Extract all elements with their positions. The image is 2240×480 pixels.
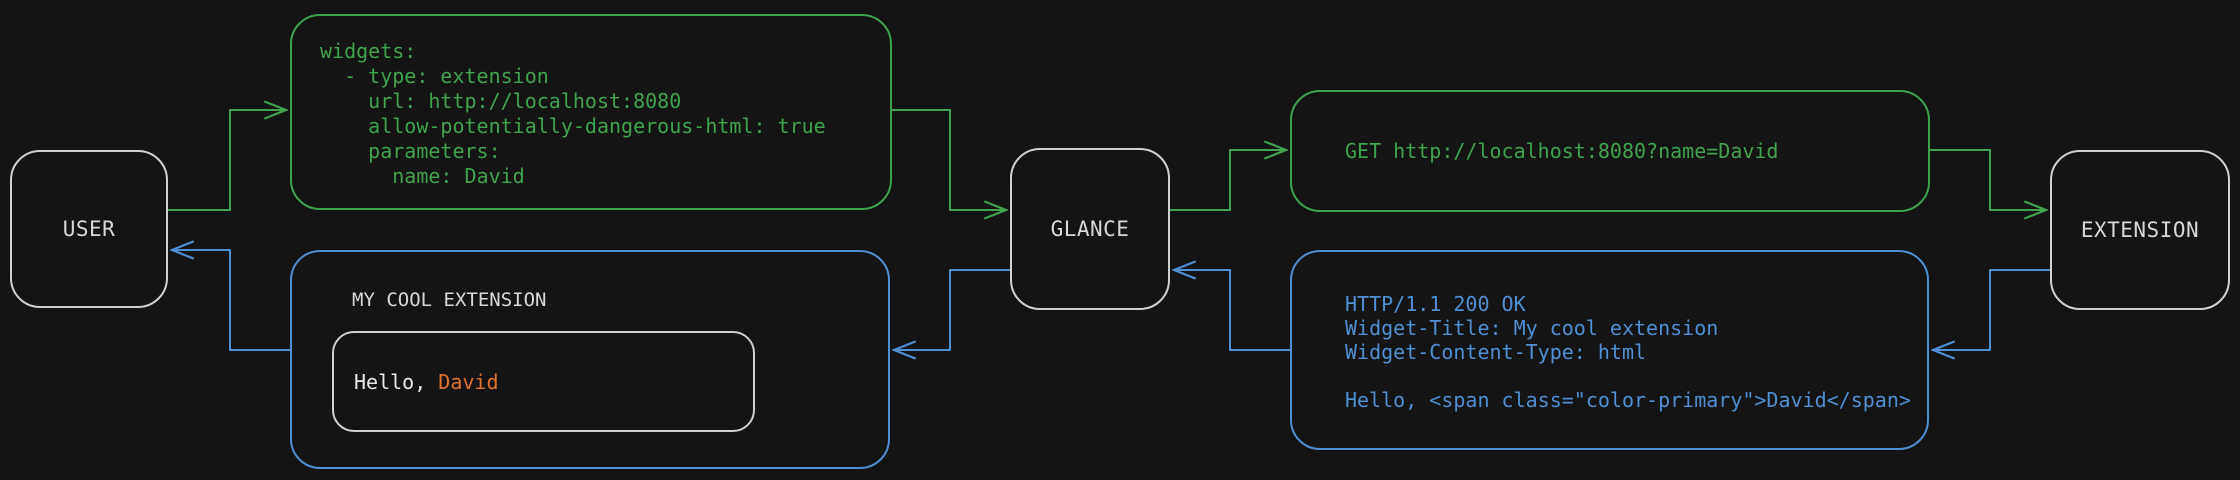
http-request-text: GET http://localhost:8080?name=David (1345, 139, 1779, 163)
node-glance-label: GLANCE (1050, 217, 1130, 241)
node-user-label: USER (62, 217, 116, 241)
http-response-box: HTTP/1.1 200 OK Widget-Title: My cool ex… (1290, 250, 1929, 450)
arrow-widget-to-user (172, 250, 291, 351)
arrow-glance-to-widget (894, 269, 1011, 350)
greeting-text: Hello, (354, 369, 439, 394)
http-response-code: HTTP/1.1 200 OK Widget-Title: My cool ex… (1345, 292, 1911, 412)
config-yaml-code: widgets: - type: extension url: http://l… (320, 39, 826, 188)
node-extension: EXTENSION (2050, 150, 2230, 310)
node-user: USER (10, 150, 168, 308)
http-request-box: GET http://localhost:8080?name=David (1290, 90, 1930, 212)
widget-preview-box: MY COOL EXTENSION Hello, David (290, 250, 890, 469)
arrow-request-to-extension (1929, 149, 2046, 210)
arrow-response-to-glance (1174, 270, 1291, 351)
widget-title: MY COOL EXTENSION (352, 289, 547, 311)
node-glance: GLANCE (1010, 148, 1170, 310)
arrow-user-to-config (167, 110, 286, 211)
arrow-extension-to-response (1933, 269, 2051, 350)
config-yaml-box: widgets: - type: extension url: http://l… (290, 14, 892, 210)
greeting-name: David (438, 369, 499, 394)
arrow-glance-to-request (1169, 150, 1286, 211)
arrow-config-to-glance (891, 109, 1006, 210)
widget-hello-box: Hello, David (332, 331, 755, 432)
node-extension-label: EXTENSION (2080, 218, 2200, 242)
